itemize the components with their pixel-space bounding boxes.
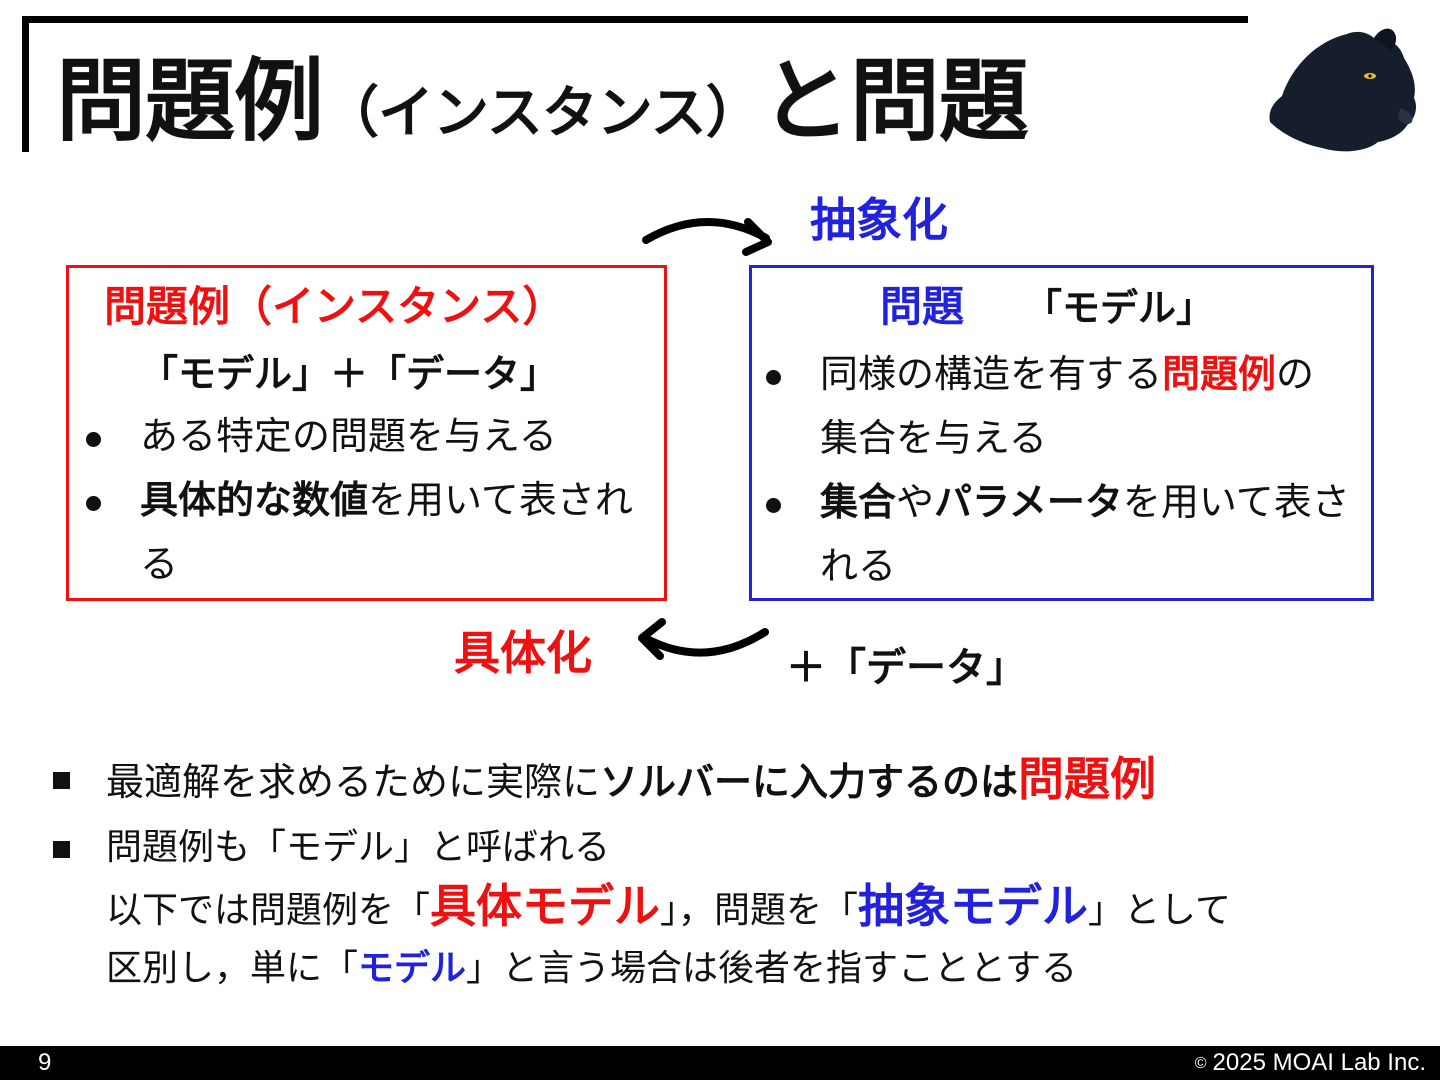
problem-box (749, 265, 1374, 601)
title-main: 問題例 (56, 49, 324, 154)
panther-head-icon (1269, 28, 1416, 152)
instance-box-title: 問題例（インスタンス） (104, 282, 565, 331)
problem-box-title: 問題 「モデル」 (880, 279, 1214, 336)
copyright-text: 2025 MOAI Lab Inc. (1212, 1049, 1426, 1076)
list-item: ある特定の問題を与える (82, 404, 642, 468)
bullet-line: 以下では問題例を「具体モデル」，問題を「抽象モデル」として (106, 879, 1231, 933)
list-item: 最適解を求めるために実際にソルバーに入力するのは問題例 (50, 748, 1390, 813)
footer-bar: 9 © 2025 MOAI Lab Inc. (0, 1046, 1440, 1080)
copyright-symbol: © (1194, 1055, 1207, 1072)
bullet-line: 区別し，単に「モデル」と言う場合は後者を指すこととする (106, 948, 1077, 989)
page-number: 9 (38, 1049, 52, 1076)
problem-title-main: 問題 (880, 282, 965, 331)
problem-bullet-list: 同様の構造を有する問題例の集合を与える 集合やパラメータを用いて表される (762, 342, 1352, 598)
bullet-line: 問題例も「モデル」と呼ばれる (106, 827, 611, 868)
list-item: 問題例も「モデル」と呼ばれる 以下では問題例を「具体モデル」，問題を「抽象モデル… (50, 819, 1390, 998)
title-frame-left (22, 16, 29, 152)
list-item: 具体的な数値を用いて表される (82, 468, 642, 596)
abstraction-arrow-icon (642, 218, 772, 256)
abstraction-label: 抽象化 (810, 193, 948, 247)
list-item: 集合やパラメータを用いて表される (762, 470, 1352, 598)
copyright: © 2025 MOAI Lab Inc. (1195, 1046, 1426, 1081)
problem-title-model: 「モデル」 (1024, 286, 1215, 330)
page-title: 問題例（インスタンス）と問題 (56, 49, 1029, 166)
concretization-label: 具体化 (454, 626, 592, 680)
bottom-bullet-list: 最適解を求めるために実際にソルバーに入力するのは問題例 問題例も「モデル」と呼ば… (50, 748, 1390, 998)
title-paren: （インスタンス） (323, 81, 762, 146)
plus-data-label: ＋「データ」 (786, 645, 1026, 691)
title-frame-top (22, 16, 1248, 23)
concretization-arrow-icon (638, 618, 769, 660)
instance-bullet-list: ある特定の問題を与える 具体的な数値を用いて表される (82, 404, 642, 596)
title-tail: と問題 (760, 49, 1029, 154)
instance-box (66, 265, 667, 601)
instance-box-subtitle: 「モデル」＋「データ」 (140, 352, 559, 396)
list-item: 同様の構造を有する問題例の集合を与える (762, 342, 1352, 470)
